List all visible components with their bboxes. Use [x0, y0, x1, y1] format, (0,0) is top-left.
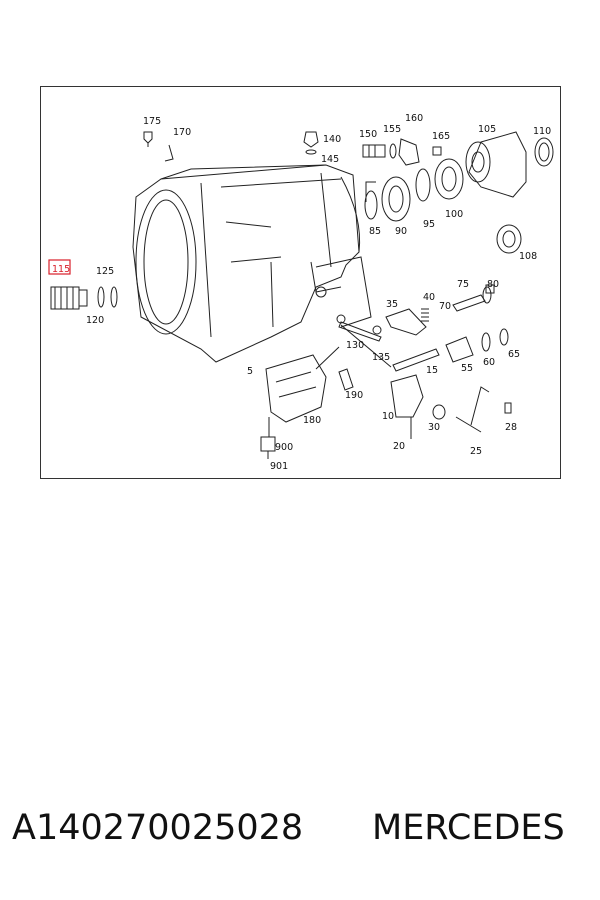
label-160: 160 — [405, 113, 423, 124]
label-140: 140 — [323, 134, 341, 145]
parts-diagram: 115 175 170 140 145 150 155 160 165 105 … — [40, 86, 561, 479]
label-120: 120 — [86, 315, 104, 326]
label-105: 105 — [478, 124, 496, 135]
label-115: 115 — [52, 264, 70, 275]
label-180: 180 — [303, 415, 321, 426]
exploded-view-drawing: 115 175 170 140 145 150 155 160 165 105 … — [48, 113, 554, 472]
label-125: 125 — [96, 266, 114, 277]
part-115-plug-drawing — [50, 286, 88, 310]
label-65: 65 — [508, 349, 520, 360]
label-28: 28 — [505, 422, 517, 433]
label-5: 5 — [247, 366, 253, 377]
label-155: 155 — [383, 124, 401, 135]
label-40: 40 — [423, 292, 435, 303]
part-number: A140270025028 — [12, 808, 304, 848]
label-165: 165 — [432, 131, 450, 142]
brand-name: MERCEDES — [372, 808, 565, 848]
label-130: 130 — [346, 340, 364, 351]
label-10: 10 — [382, 411, 394, 422]
label-175: 175 — [143, 116, 161, 127]
label-60: 60 — [483, 357, 495, 368]
part-5-valve-body-drawing — [265, 354, 327, 423]
label-90: 90 — [395, 226, 407, 237]
highlight-box — [48, 259, 71, 275]
label-145: 145 — [321, 154, 339, 165]
label-108: 108 — [519, 251, 537, 262]
label-25: 25 — [470, 446, 482, 457]
label-55: 55 — [461, 363, 473, 374]
label-190: 190 — [345, 390, 363, 401]
label-95: 95 — [423, 219, 435, 230]
label-35: 35 — [386, 299, 398, 310]
label-100: 100 — [445, 209, 463, 220]
caption: A140270025028 MERCEDES — [0, 808, 600, 858]
label-901: 901 — [270, 461, 288, 472]
label-900: 900 — [275, 442, 293, 453]
label-80: 80 — [487, 279, 499, 290]
label-85: 85 — [369, 226, 381, 237]
label-20: 20 — [393, 441, 405, 452]
label-15: 15 — [426, 365, 438, 376]
label-30: 30 — [428, 422, 440, 433]
label-110: 110 — [533, 126, 551, 137]
label-170: 170 — [173, 127, 191, 138]
transmission-housing — [132, 164, 372, 363]
label-70: 70 — [439, 301, 451, 312]
label-135: 135 — [372, 352, 390, 363]
part-105-flange-drawing — [465, 131, 527, 198]
label-150: 150 — [359, 129, 377, 140]
label-75: 75 — [457, 279, 469, 290]
